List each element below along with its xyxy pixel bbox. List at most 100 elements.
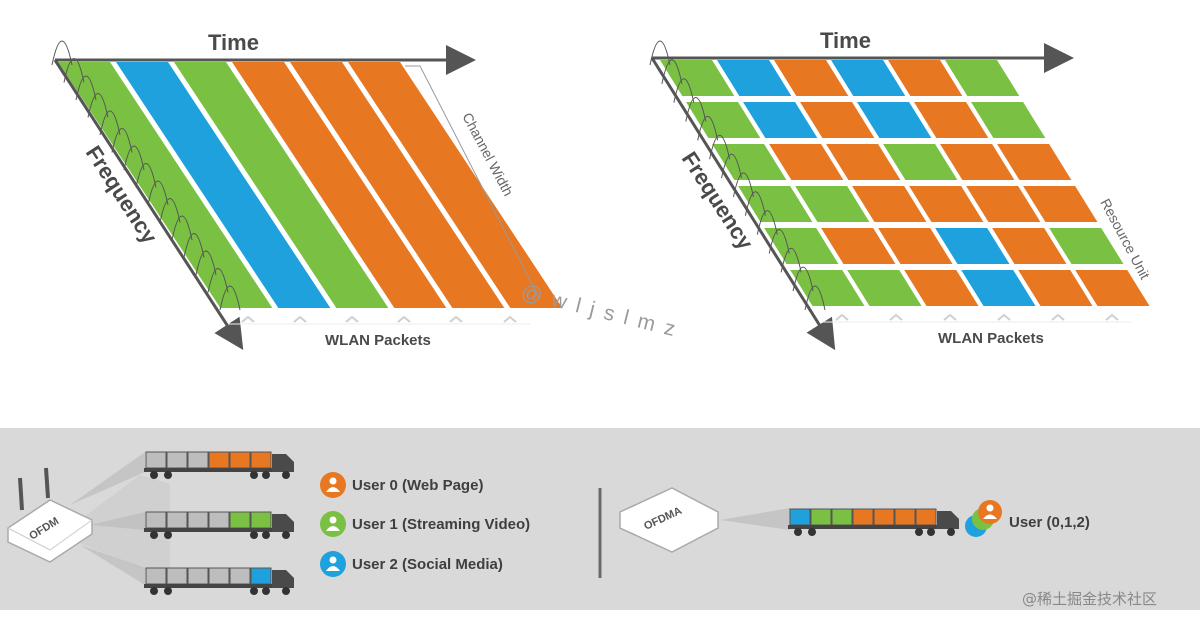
- packet-marks: [228, 315, 530, 325]
- subcarrier-arcs: [51, 40, 241, 311]
- subcarrier-arc: [111, 128, 133, 153]
- truck-segment: [166, 511, 188, 529]
- resource-unit: [790, 270, 865, 306]
- resource-unit: [883, 144, 958, 180]
- ofdma-truck: [788, 508, 959, 536]
- resource-unit: [945, 60, 1020, 96]
- ofdm-channel-stripes: [58, 62, 563, 308]
- channel-stripe: [232, 62, 447, 308]
- truck-segment: [250, 511, 272, 529]
- truck-segment: [208, 511, 230, 529]
- packet-mark: [1051, 313, 1065, 321]
- user-icon: [320, 472, 346, 498]
- resource-unit: [1023, 186, 1098, 222]
- subcarrier-arc: [147, 180, 169, 206]
- frequency-axis: [53, 59, 244, 351]
- signal-beam: [80, 545, 145, 585]
- truck-segment: [166, 451, 188, 469]
- truck-segment: [229, 511, 251, 529]
- subcarrier-arc: [159, 198, 181, 223]
- resource-unit: [1075, 270, 1150, 306]
- truck-segment: [145, 451, 167, 469]
- time-axis-label: Time: [208, 30, 259, 55]
- packet-mark: [397, 315, 411, 323]
- packet-mark: [943, 313, 957, 321]
- ofdm-trucks: [144, 451, 294, 595]
- resource-unit: [821, 228, 896, 264]
- truck-segment: [208, 567, 230, 585]
- resource-unit: [686, 102, 761, 138]
- subcarrier-arc: [219, 285, 241, 311]
- resource-unit-grid: [660, 60, 1150, 306]
- ofdm-diagram: Time Frequency Channel Width WLAN Packet…: [51, 30, 563, 351]
- resource-unit: [712, 144, 787, 180]
- resource-unit: [857, 102, 932, 138]
- resource-unit: [909, 186, 984, 222]
- ofdma-diagram: Time Frequency Resource Unit WLAN Packet…: [649, 28, 1153, 351]
- packet-mark: [293, 315, 307, 323]
- resource-unit: [769, 144, 844, 180]
- user-legend: User 0 (Web Page)User 1 (Streaming Video…: [320, 472, 530, 577]
- resource-unit: [831, 60, 906, 96]
- resource-unit: [717, 60, 792, 96]
- resource-unit: [795, 186, 870, 222]
- signal-beam: [720, 508, 790, 530]
- truck-segment: [810, 508, 832, 526]
- wlan-packets-label: WLAN Packets: [938, 330, 1044, 347]
- resource-unit: [1049, 228, 1124, 264]
- frequency-axis: [650, 57, 836, 351]
- packet-mark: [345, 315, 359, 323]
- resource-unit: [774, 60, 849, 96]
- subcarrier-arc: [87, 93, 109, 118]
- user-icon: [320, 551, 346, 577]
- packet-mark: [835, 313, 849, 321]
- signal-beam: [90, 512, 145, 530]
- truck-segment: [250, 451, 272, 469]
- truck-segment: [145, 511, 167, 529]
- ofdm-router: OFDM: [7, 467, 170, 580]
- resource-unit: [888, 60, 963, 96]
- packet-mark: [1105, 313, 1119, 321]
- subcarrier-arc: [75, 75, 97, 101]
- channel-stripe: [348, 62, 563, 308]
- truck: [144, 451, 294, 479]
- resource-unit: [961, 270, 1036, 306]
- resource-unit: [971, 102, 1046, 138]
- channel-stripe: [58, 62, 273, 308]
- resource-unit: [1018, 270, 1093, 306]
- corner-watermark: @稀土掘金技术社区: [1022, 590, 1157, 608]
- packet-mark: [449, 315, 463, 323]
- truck-segment: [229, 451, 251, 469]
- resource-unit: [992, 228, 1067, 264]
- truck-segment: [873, 508, 895, 526]
- resource-unit: [743, 102, 818, 138]
- resource-unit: [935, 228, 1010, 264]
- resource-unit: [738, 186, 813, 222]
- truck-segment: [187, 451, 209, 469]
- resource-unit: [914, 102, 989, 138]
- truck: [144, 511, 294, 539]
- resource-unit: [878, 228, 953, 264]
- packet-mark: [889, 313, 903, 321]
- channel-width-bracket: [405, 65, 541, 301]
- resource-unit: [826, 144, 901, 180]
- signal-beam: [70, 452, 145, 505]
- resource-unit: [800, 102, 875, 138]
- truck-segment: [229, 567, 251, 585]
- truck-segment: [166, 567, 188, 585]
- subcarrier-arc: [804, 285, 826, 311]
- legend-label: User 1 (Streaming Video): [352, 516, 530, 533]
- channel-stripe: [290, 62, 505, 308]
- subcarrier-arc: [51, 40, 73, 66]
- truck-segment: [831, 508, 853, 526]
- packet-mark: [997, 313, 1011, 321]
- legend-label: User 2 (Social Media): [352, 556, 503, 573]
- resource-unit: [940, 144, 1015, 180]
- antenna: [44, 467, 50, 499]
- time-axis-label: Time: [820, 28, 871, 53]
- channel-stripe: [174, 62, 389, 308]
- subcarrier-arc: [183, 233, 205, 258]
- truck: [144, 567, 294, 595]
- truck-segment: [250, 567, 272, 585]
